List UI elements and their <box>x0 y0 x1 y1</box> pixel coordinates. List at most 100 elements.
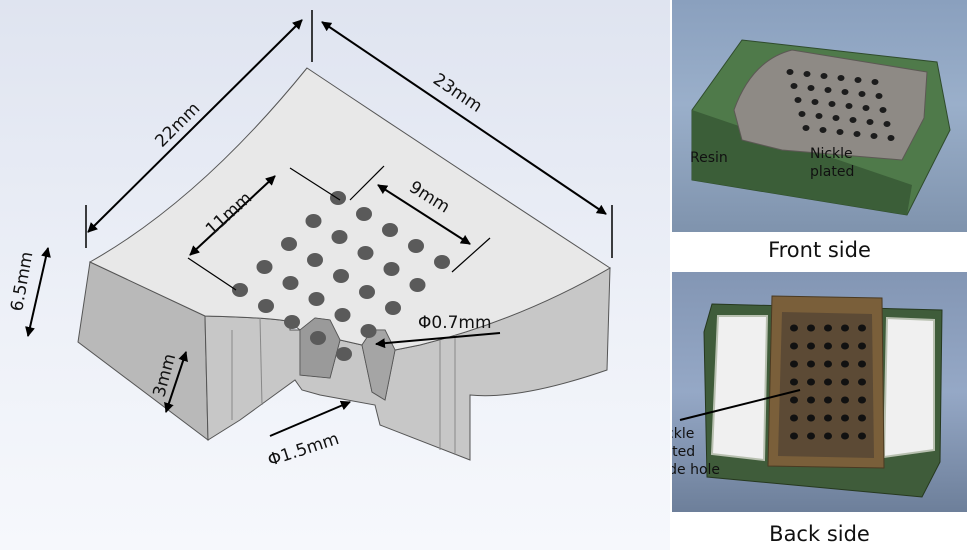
front-hole <box>879 107 887 113</box>
back-photo-drawing <box>679 295 943 498</box>
back-hole <box>790 414 798 422</box>
front-hole <box>790 83 798 89</box>
back-hole <box>824 414 832 422</box>
back-hole <box>841 324 849 332</box>
label-inside-hole: Inside hole <box>672 462 721 478</box>
hole <box>232 283 248 297</box>
leader-small-hole <box>375 332 501 349</box>
dim-line-side <box>164 351 188 413</box>
front-hole <box>828 101 836 107</box>
hole <box>382 223 398 237</box>
back-hole <box>841 342 849 350</box>
hole <box>357 246 374 260</box>
back-hole <box>824 432 832 440</box>
back-hole <box>807 360 815 368</box>
front-hole <box>883 121 891 127</box>
dim-line-11 <box>189 175 276 256</box>
front-hole <box>832 115 840 121</box>
front-hole <box>887 135 895 141</box>
front-photo-drawing <box>691 39 951 216</box>
hole <box>310 331 326 345</box>
back-hole <box>858 396 866 404</box>
notch-shadow <box>299 317 341 379</box>
back-hole <box>858 324 866 332</box>
front-hole <box>794 97 802 103</box>
back-hole <box>807 414 815 422</box>
back-hole <box>807 432 815 440</box>
front-side-photo: Resin Nickle plated <box>672 0 967 232</box>
back-hole <box>841 396 849 404</box>
hole <box>331 230 348 244</box>
hole <box>333 269 349 283</box>
hole <box>385 301 401 315</box>
back-hole <box>824 324 832 332</box>
front-hole <box>853 131 861 137</box>
ext-11b <box>289 167 341 201</box>
hole <box>334 308 351 322</box>
dim-text-thickness: 6.5mm <box>7 250 37 313</box>
cad-drawing: 22mm 23mm 11mm 9mm 6.5mm 3mm Φ0.7mm Φ1.5… <box>7 10 613 471</box>
front-hole <box>836 129 844 135</box>
white-pad-right <box>882 316 935 459</box>
front-hole <box>803 71 811 77</box>
label-nickle-front: Nickle <box>810 146 853 162</box>
front-hole <box>862 105 870 111</box>
front-hole <box>871 79 879 85</box>
back-hole <box>841 360 849 368</box>
dim-line-23 <box>321 21 607 215</box>
back-hole <box>858 378 866 386</box>
back-hole <box>807 342 815 350</box>
ext-9b <box>451 237 491 273</box>
dim-line-thickness <box>25 247 51 337</box>
caption-back-side: Back side <box>769 522 870 546</box>
back-hole <box>824 396 832 404</box>
back-hole <box>841 432 849 440</box>
caption-front-side: Front side <box>768 238 871 262</box>
side-ridges <box>231 317 456 455</box>
hole <box>356 207 372 221</box>
front-hole <box>849 117 857 123</box>
label-plated-back: plated <box>672 444 696 460</box>
front-hole <box>858 91 866 97</box>
hole <box>305 214 322 228</box>
white-pad-left <box>710 315 769 462</box>
dim-text-23: 23mm <box>429 70 486 117</box>
hole <box>434 255 450 269</box>
front-hole <box>820 73 828 79</box>
back-hole <box>807 396 815 404</box>
front-hole <box>811 99 819 105</box>
label-resin: Resin <box>690 150 728 166</box>
hole <box>258 299 274 313</box>
label-nickle-back: Nickle <box>672 426 695 442</box>
back-hole <box>790 324 798 332</box>
hole <box>308 292 325 306</box>
back-hole <box>858 432 866 440</box>
back-hole-array <box>790 324 866 440</box>
back-hole <box>790 378 798 386</box>
front-hole <box>841 89 849 95</box>
front-hole-array <box>786 69 895 141</box>
front-hole <box>866 119 874 125</box>
front-hole <box>786 69 794 75</box>
back-hole <box>858 360 866 368</box>
hole <box>307 253 323 267</box>
hole <box>281 237 297 251</box>
front-hole <box>845 103 853 109</box>
back-hole <box>790 432 798 440</box>
front-hole <box>824 87 832 93</box>
back-hole <box>807 324 815 332</box>
dim-line-9 <box>377 184 471 245</box>
back-hole <box>824 360 832 368</box>
back-hole <box>858 414 866 422</box>
front-hole <box>837 75 845 81</box>
ext-9a <box>349 165 385 201</box>
hole <box>256 260 273 274</box>
hole <box>360 324 377 338</box>
back-hole <box>790 342 798 350</box>
hole <box>408 239 424 253</box>
leader-inside-hole <box>679 389 801 421</box>
back-hole <box>824 378 832 386</box>
back-hole <box>790 396 798 404</box>
back-hole <box>807 378 815 386</box>
back-hole <box>841 414 849 422</box>
